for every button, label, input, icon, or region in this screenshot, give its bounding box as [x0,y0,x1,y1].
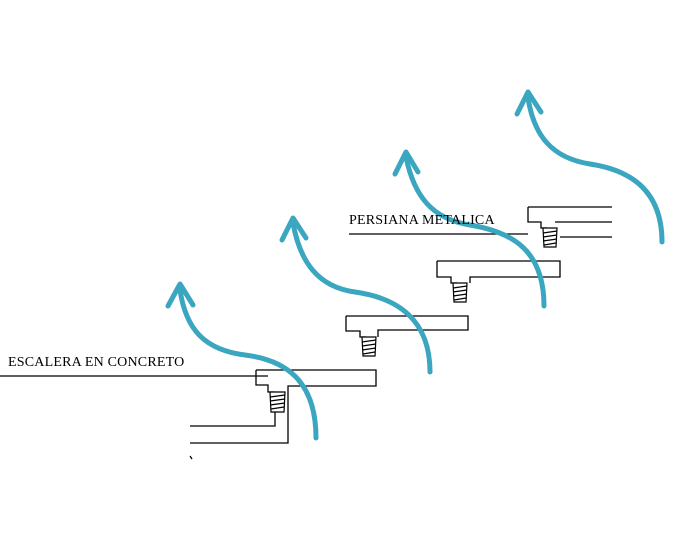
airflow-arrow-icon [514,89,665,245]
stair-label: ESCALERA EN CONCRETO [8,355,185,370]
louver-blade-1 [255,369,377,393]
airflow-arrow-icon [165,281,319,441]
louver-blade-bottom [189,392,289,460]
louver-blade-2 [345,315,469,338]
hatch-block-2 [361,336,377,357]
airflow-arrows [165,89,665,441]
hatch-block-3 [452,282,468,303]
hatched-connectors [269,227,558,413]
louver-label: PERSIANA METALICA [349,213,495,228]
hatch-block-4 [542,227,558,248]
hatch-block-1 [269,391,286,413]
airflow-arrow-icon [392,149,547,309]
louver-blade-4 [527,206,612,238]
airflow-arrow-icon [279,215,433,375]
